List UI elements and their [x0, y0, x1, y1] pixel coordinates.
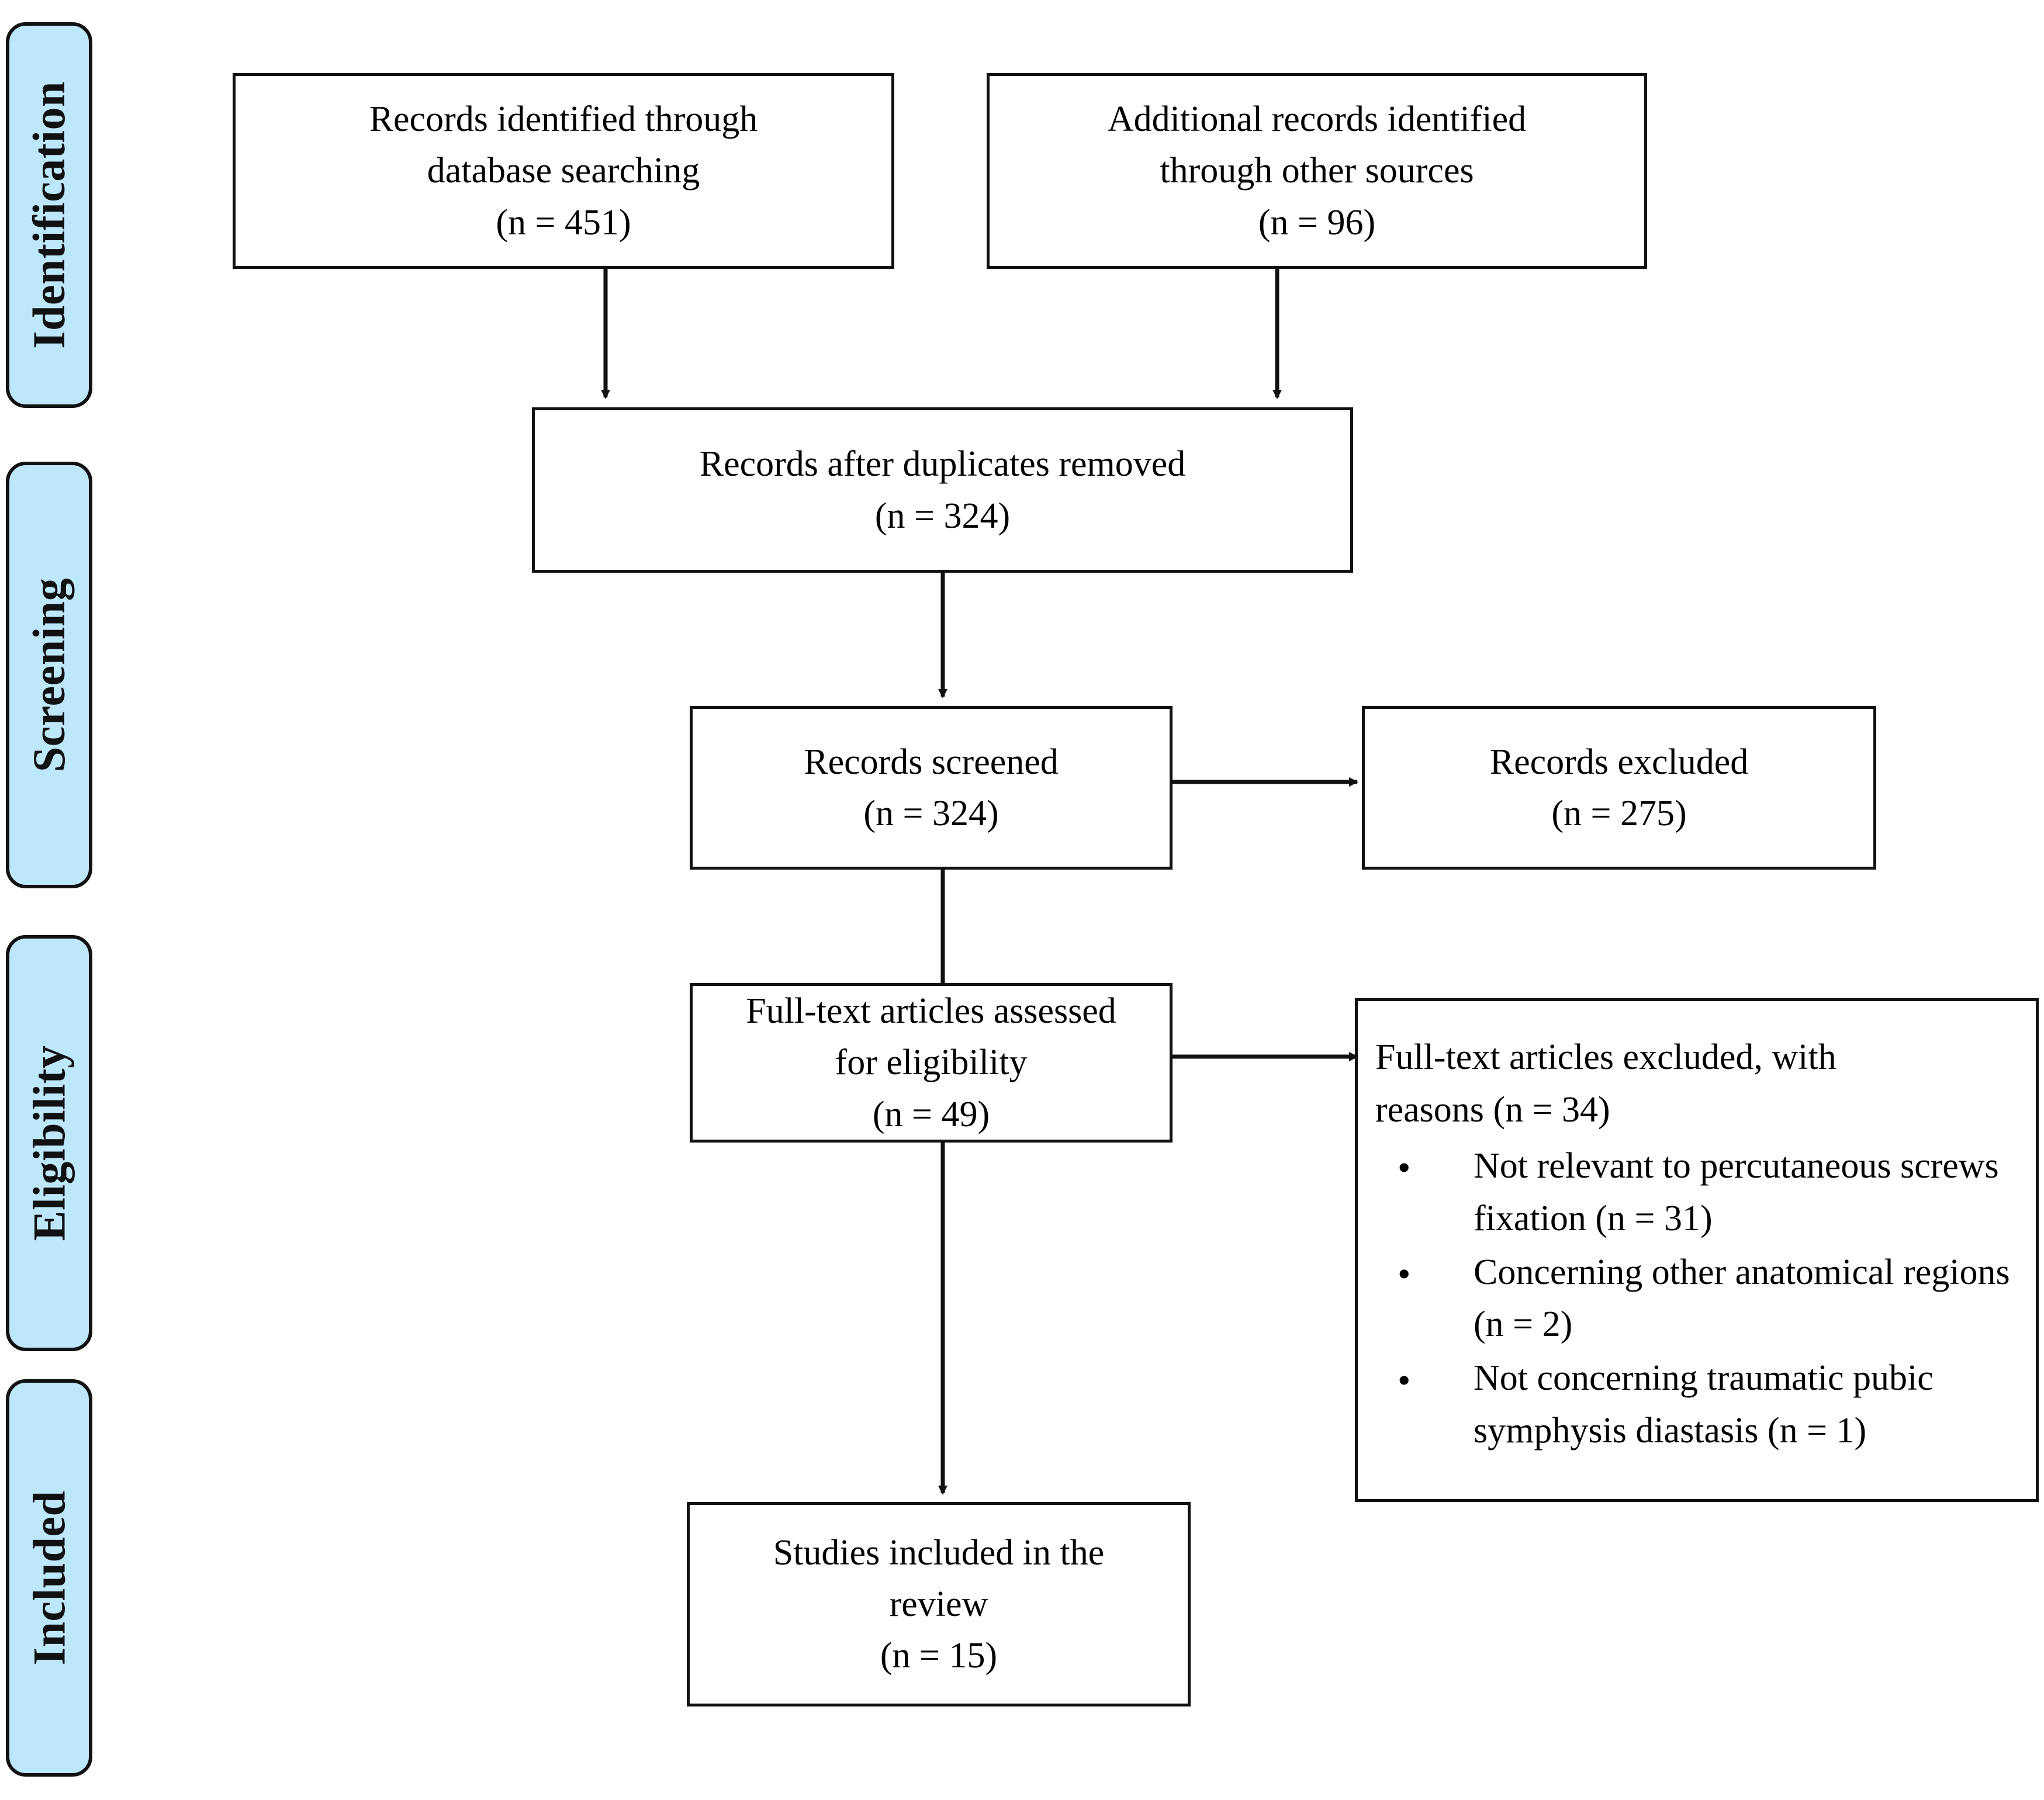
box-duplicates-removed: Records after duplicates removed (n = 32… — [532, 407, 1353, 573]
box-studies-included-line1: Studies included in the — [773, 1532, 1105, 1573]
box-records-screened-line1: Records screened — [804, 742, 1059, 782]
stage-label-identification-text: Identification — [23, 81, 75, 349]
list-item: • Not relevant to percutaneous screws fi… — [1375, 1140, 2021, 1245]
box-records-excluded-line1: Records excluded — [1489, 742, 1749, 782]
box-records-identified: Records identified through database sear… — [233, 73, 894, 269]
stage-label-included: Included — [6, 1379, 92, 1777]
box-additional-records: Additional records identified through ot… — [987, 73, 1647, 269]
box-studies-included: Studies included in the review (n = 15) — [687, 1502, 1191, 1706]
box-additional-records-line1: Additional records identified — [1107, 99, 1527, 140]
bullet-icon: • — [1398, 1147, 1411, 1189]
list-item: • Not concerning traumatic pubic symphys… — [1375, 1352, 2021, 1458]
box-fulltext-assessed-line2: for eligibility — [835, 1043, 1028, 1083]
box-records-screened: Records screened (n = 324) — [690, 706, 1173, 870]
list-item: • Concerning other anatomical regions (n… — [1375, 1247, 2021, 1352]
box-records-screened-count: (n = 324) — [863, 794, 999, 833]
box-studies-included-line2: review — [889, 1584, 988, 1624]
stage-label-included-text: Included — [23, 1490, 75, 1666]
box-fulltext-assessed-line1: Full-text articles assessed — [746, 991, 1116, 1031]
box-studies-included-count: (n = 15) — [880, 1636, 998, 1676]
list-item-text: Concerning other anatomical regions (n =… — [1474, 1252, 2010, 1345]
box-additional-records-count: (n = 96) — [1258, 202, 1376, 243]
box-fulltext-assessed-count: (n = 49) — [872, 1094, 990, 1134]
box-fulltext-assessed: Full-text articles assessed for eligibil… — [690, 983, 1173, 1143]
list-item-text: Not relevant to percutaneous screws fixa… — [1474, 1145, 1999, 1238]
bullet-icon: • — [1398, 1252, 1411, 1294]
stage-label-identification: Identification — [6, 22, 92, 408]
box-records-identified-count: (n = 451) — [496, 202, 631, 243]
stage-label-screening-text: Screening — [23, 577, 75, 773]
box-records-identified-line1: Records identified through — [369, 99, 758, 140]
box-records-excluded: Records excluded (n = 275) — [1362, 706, 1876, 870]
box-additional-records-line2: through other sources — [1160, 151, 1474, 191]
stage-label-screening: Screening — [6, 462, 92, 888]
fulltext-excluded-reason-list: • Not relevant to percutaneous screws fi… — [1375, 1140, 2021, 1458]
bullet-icon: • — [1398, 1359, 1411, 1401]
box-fulltext-excluded-reasons: Full-text articles excluded, with reason… — [1355, 998, 2039, 1502]
list-item-text: Not concerning traumatic pubic symphysis… — [1474, 1358, 1934, 1451]
box-duplicates-removed-line1: Records after duplicates removed — [699, 444, 1186, 484]
box-records-identified-line2: database searching — [427, 151, 700, 191]
box-records-excluded-count: (n = 275) — [1551, 794, 1687, 833]
stage-label-eligibility-text: Eligibility — [23, 1045, 74, 1241]
box-duplicates-removed-count: (n = 324) — [874, 496, 1011, 536]
fulltext-excluded-heading: Full-text articles excluded, with reason… — [1375, 1037, 1837, 1130]
stage-label-eligibility: Eligibility — [6, 935, 92, 1351]
